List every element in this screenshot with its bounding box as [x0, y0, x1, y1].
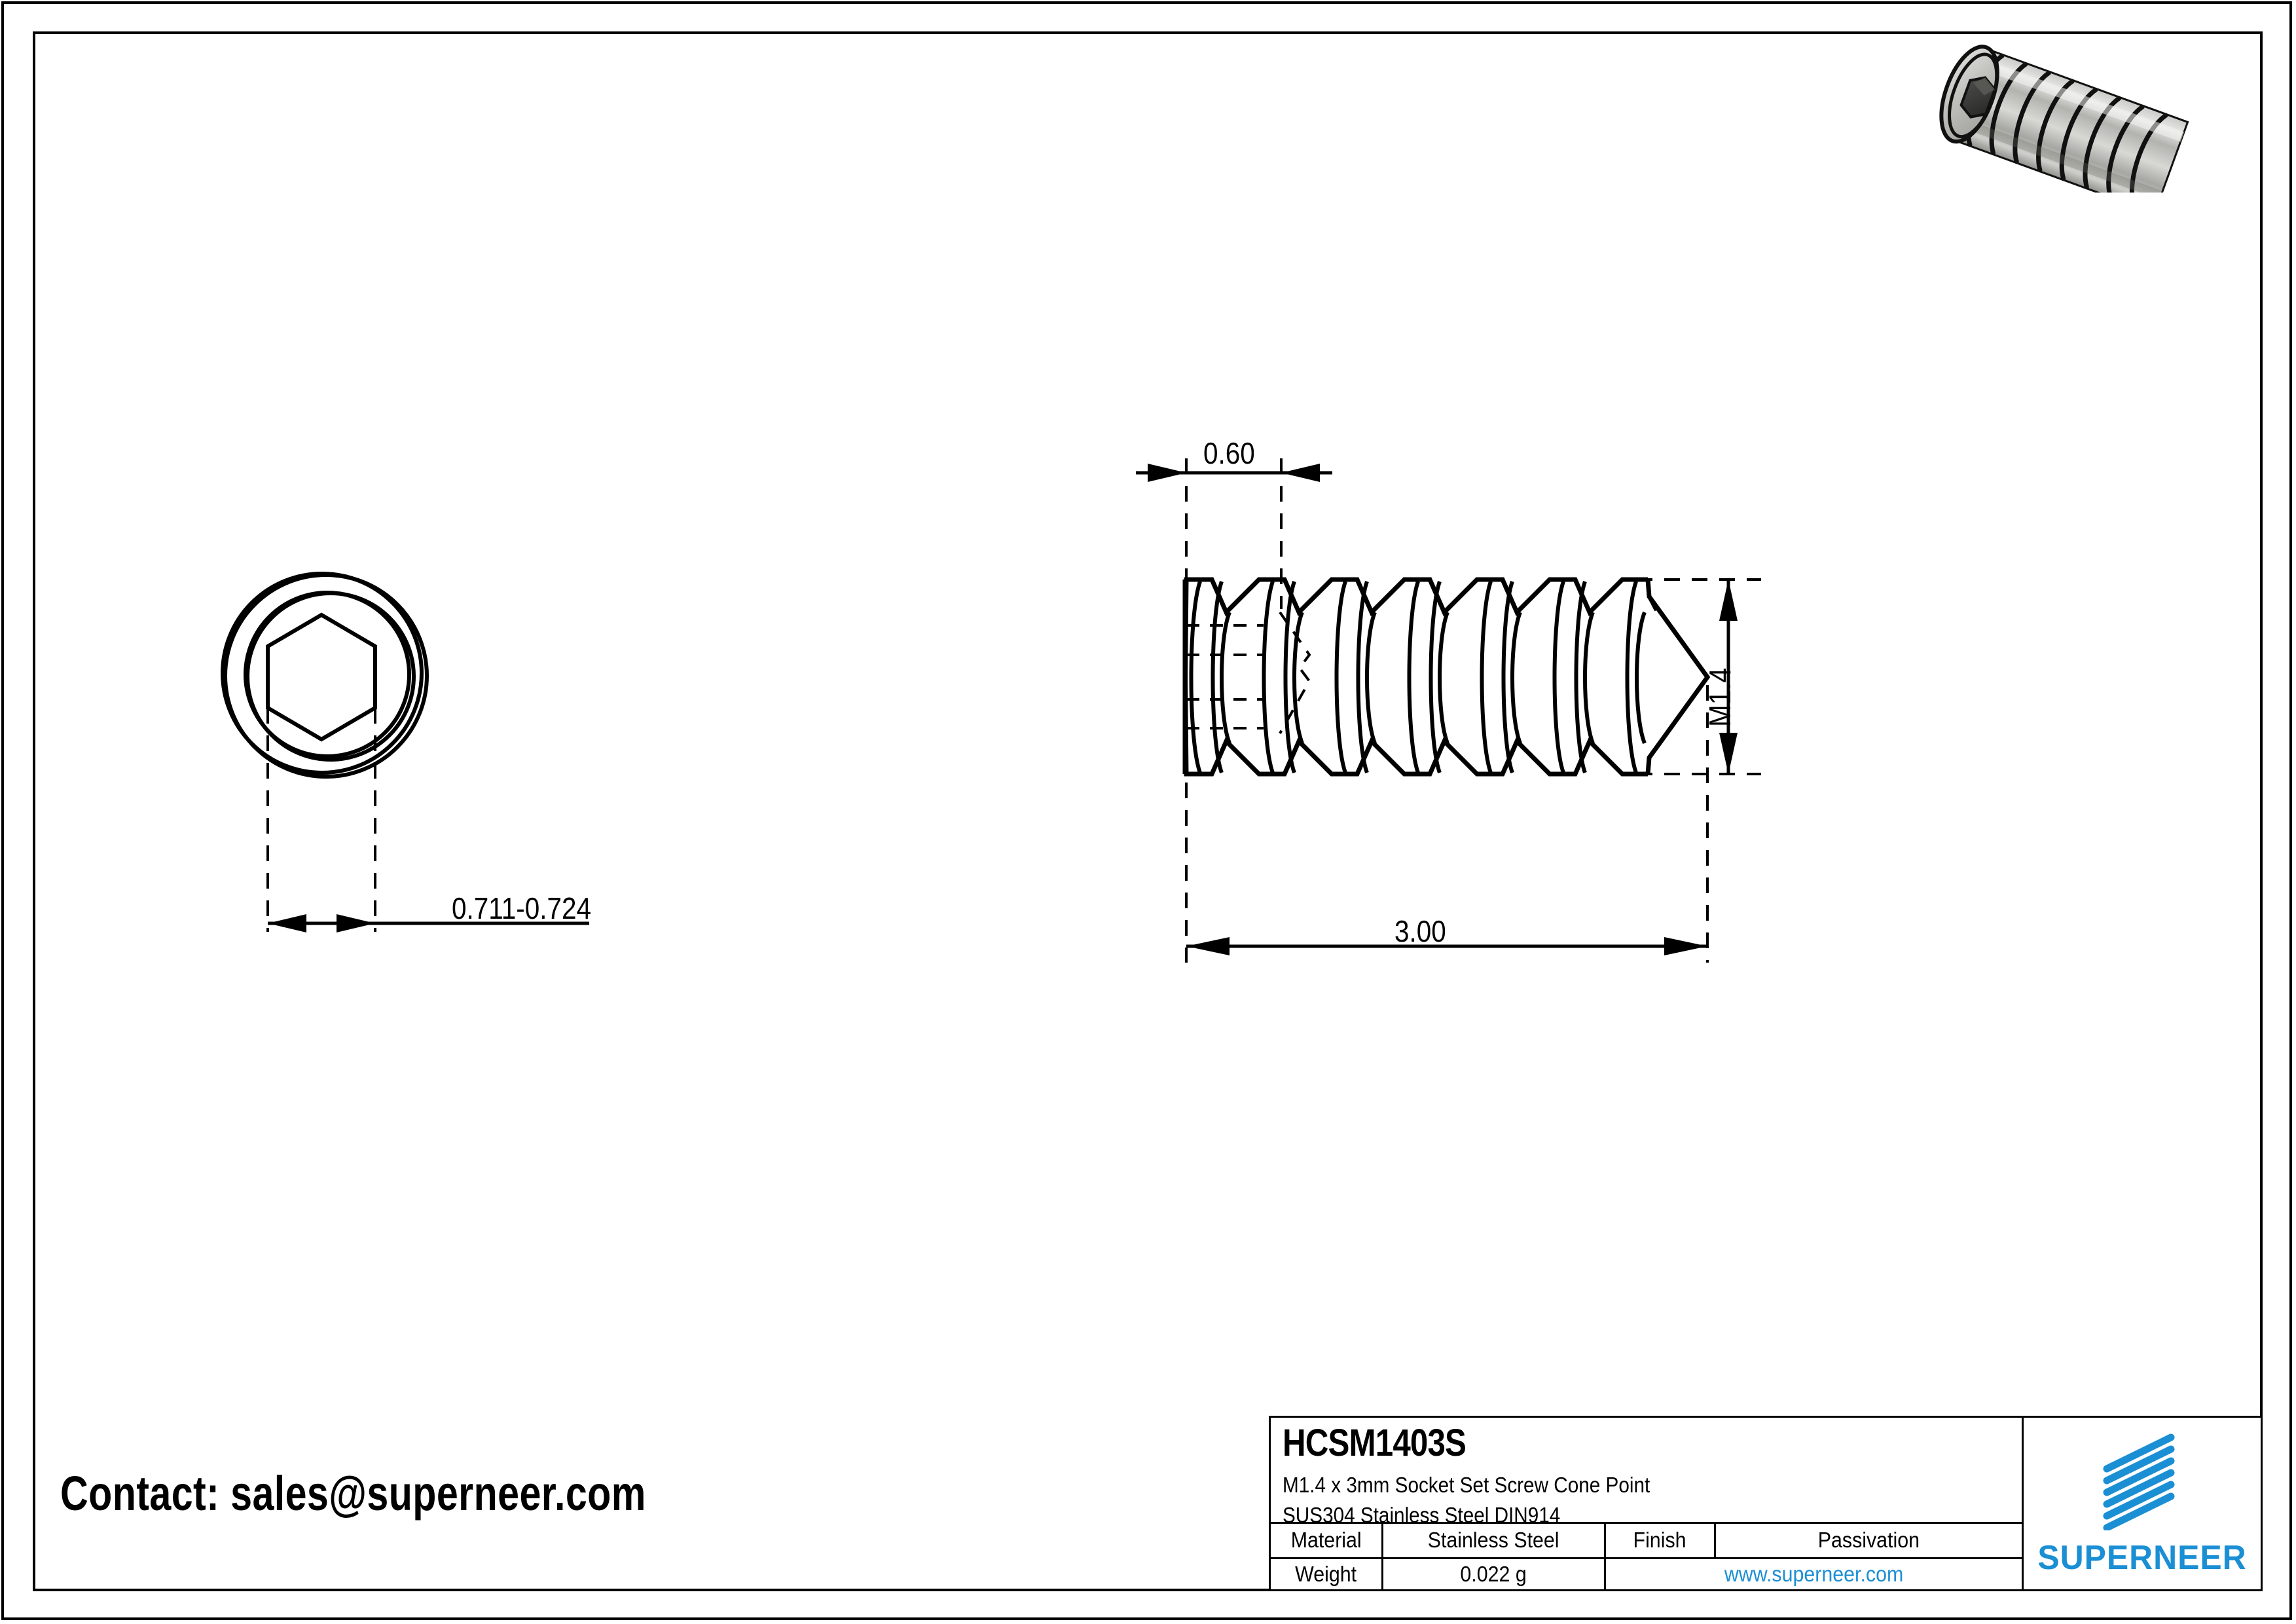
contact-text: Contact: sales@superneer.com: [60, 1466, 646, 1521]
weight-value-cell: 0.022 g: [1383, 1559, 1606, 1589]
finish-value: Passivation: [1817, 1528, 1920, 1553]
diameter-dimension-label: M1.4: [1703, 668, 1737, 727]
website-cell[interactable]: www.superneer.com: [1606, 1559, 2022, 1589]
length-dimension-label: 3.00: [1394, 914, 1446, 948]
part-number: HCSM1403S: [1283, 1422, 1467, 1464]
material-row: Material Stainless Steel Finish Passivat…: [1271, 1524, 2022, 1559]
material-label-cell: Material: [1271, 1524, 1383, 1557]
title-block-info: HCSM1403S M1.4 x 3mm Socket Set Screw Co…: [1271, 1418, 2024, 1589]
company-name: SUPERNEER: [2037, 1539, 2247, 1577]
description-line-2: SUS304 Stainless Steel DIN914: [1283, 1502, 1561, 1527]
website-link[interactable]: www.superneer.com: [1724, 1561, 1904, 1586]
finish-value-cell: Passivation: [1716, 1524, 2022, 1557]
isometric-screw-render: [1869, 22, 2293, 215]
material-value-cell: Stainless Steel: [1383, 1524, 1606, 1557]
superneer-logo-icon: [2103, 1433, 2175, 1530]
pitch-dimension-label: 0.60: [1203, 436, 1255, 470]
title-block: HCSM1403S M1.4 x 3mm Socket Set Screw Co…: [1269, 1416, 2263, 1591]
material-value: Stainless Steel: [1428, 1528, 1559, 1553]
company-logo: SUPERNEER: [2024, 1418, 2261, 1589]
description-line-1: M1.4 x 3mm Socket Set Screw Cone Point: [1283, 1473, 1650, 1497]
weight-row: Weight 0.022 g www.superneer.com: [1271, 1559, 2022, 1589]
weight-value: 0.022 g: [1460, 1561, 1527, 1586]
finish-label: Finish: [1633, 1528, 1686, 1553]
sheet-inner-border: [33, 31, 2263, 1591]
title-block-header: HCSM1403S M1.4 x 3mm Socket Set Screw Co…: [1271, 1418, 2022, 1527]
hexsize-dimension-label: 0.711-0.724: [452, 891, 592, 925]
material-label: Material: [1290, 1528, 1362, 1553]
weight-label: Weight: [1295, 1561, 1357, 1586]
finish-label-cell: Finish: [1606, 1524, 1716, 1557]
weight-label-cell: Weight: [1271, 1559, 1383, 1589]
